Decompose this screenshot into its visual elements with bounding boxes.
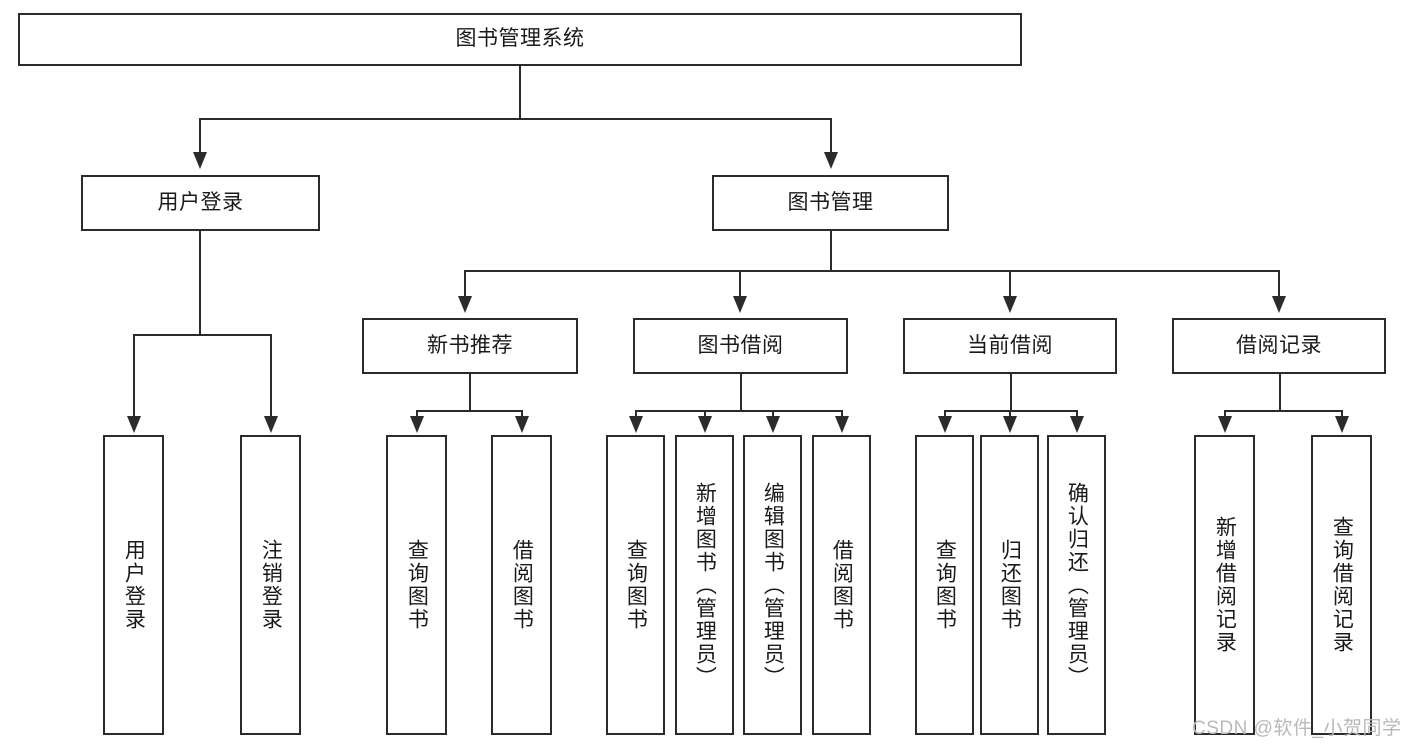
node-label: 查询借阅记录: [1330, 516, 1354, 654]
leaf-query-book-current[interactable]: 查询图书: [915, 435, 974, 735]
leaf-query-borrow-record[interactable]: 查询借阅记录: [1311, 435, 1372, 735]
node-label: 注销登录: [259, 539, 283, 631]
edge-user-login-bar: [133, 334, 272, 336]
edge-current-borrow-to-leaf-1: [944, 410, 946, 420]
edge-borrow-record-stem: [1279, 374, 1281, 411]
leaf-user-login[interactable]: 用户登录: [103, 435, 164, 735]
edge-current-borrow-to-leaf-2: [1009, 410, 1011, 420]
node-current-borrow[interactable]: 当前借阅: [903, 318, 1117, 374]
edge-book-borrow-to-leaf-4: [841, 410, 843, 420]
node-book-borrow[interactable]: 图书借阅: [633, 318, 848, 374]
node-label: 当前借阅: [967, 333, 1053, 357]
arrow-book-manage-to-l3-4: [1272, 296, 1286, 313]
leaf-borrow-book[interactable]: 借阅图书: [812, 435, 871, 735]
edge-borrow-record-to-leaf-1: [1224, 410, 1226, 420]
node-label: 图书管理系统: [455, 27, 585, 51]
edge-user-login-stem: [199, 231, 201, 335]
csdn-watermark: CSDN @软件_小贺同学: [1192, 718, 1402, 739]
edge-new-book-to-leaf-1: [416, 410, 418, 420]
node-label: 新增借阅记录: [1213, 516, 1237, 654]
node-label: 用户登录: [122, 539, 146, 631]
edge-book-borrow-to-leaf-2: [704, 410, 706, 420]
node-label: 归还图书: [998, 539, 1022, 631]
leaf-add-borrow-record[interactable]: 新增借阅记录: [1194, 435, 1255, 735]
node-label: 查询图书: [624, 539, 648, 631]
leaf-query-book-borrow[interactable]: 查询图书: [606, 435, 665, 735]
edge-current-borrow-to-leaf-3: [1076, 410, 1078, 420]
arrow-book-manage-to-l3-2: [733, 296, 747, 313]
node-borrow-record[interactable]: 借阅记录: [1172, 318, 1386, 374]
node-new-book-recommend[interactable]: 新书推荐: [362, 318, 578, 374]
arrow-user-login-to-leaf-1: [127, 416, 141, 433]
leaf-logout[interactable]: 注销登录: [240, 435, 301, 735]
leaf-edit-book-admin[interactable]: 编辑图书（管理员）: [743, 435, 802, 735]
node-label: 图书借阅: [697, 333, 784, 357]
edge-current-borrow-bar: [944, 410, 1078, 412]
edge-book-manage-to-l3-4: [1278, 270, 1280, 298]
arrow-book-manage-to-l3-3: [1003, 296, 1017, 313]
arrow-book-borrow-to-leaf-2: [698, 416, 712, 433]
arrow-borrow-record-to-leaf-1: [1218, 416, 1232, 433]
arrow-book-borrow-to-leaf-1: [629, 416, 643, 433]
arrow-user-login-to-leaf-2: [264, 416, 278, 433]
node-label: 新书推荐: [427, 333, 513, 357]
node-root-system[interactable]: 图书管理系统: [18, 13, 1022, 66]
edge-new-book-stem: [469, 374, 471, 411]
arrow-current-borrow-to-leaf-3: [1070, 416, 1084, 433]
node-label: 查询图书: [933, 539, 957, 631]
arrow-current-borrow-to-leaf-1: [938, 416, 952, 433]
edge-new-book-to-leaf-2: [521, 410, 523, 420]
edge-root-bar: [199, 118, 832, 120]
edge-borrow-record-bar: [1224, 410, 1342, 412]
edge-user-login-to-leaf-2: [270, 334, 272, 418]
edge-book-manage-to-l3-1: [464, 270, 466, 298]
arrow-new-book-to-leaf-2: [515, 416, 529, 433]
edge-borrow-record-to-leaf-2: [1341, 410, 1343, 420]
node-label: 查询图书: [405, 539, 429, 631]
node-label: 借阅图书: [510, 539, 534, 631]
edge-book-borrow-to-leaf-3: [772, 410, 774, 420]
arrow-borrow-record-to-leaf-2: [1335, 416, 1349, 433]
node-label: 编辑图书（管理员）: [761, 481, 785, 689]
arrow-book-borrow-to-leaf-4: [835, 416, 849, 433]
edge-root-to-book-manage: [830, 118, 832, 154]
arrow-new-book-to-leaf-1: [410, 416, 424, 433]
edge-book-borrow-stem: [740, 374, 742, 411]
arrow-book-manage-to-l3-1: [458, 296, 472, 313]
edge-book-manage-to-l3-3: [1009, 270, 1011, 298]
edge-book-manage-to-l3-2: [739, 270, 741, 298]
arrow-root-to-user-login: [193, 152, 207, 169]
node-label: 借阅图书: [830, 539, 854, 631]
edge-book-manage-stem: [830, 231, 832, 271]
arrow-root-to-book-manage: [824, 152, 838, 169]
node-label: 借阅记录: [1236, 333, 1322, 357]
edge-user-login-to-leaf-1: [133, 334, 135, 418]
node-label: 新增图书（管理员）: [693, 481, 717, 689]
edge-book-manage-bar: [464, 270, 1280, 272]
leaf-query-book-recommend[interactable]: 查询图书: [386, 435, 447, 735]
leaf-borrow-book-recommend[interactable]: 借阅图书: [491, 435, 552, 735]
edge-book-borrow-to-leaf-1: [635, 410, 637, 420]
node-user-login[interactable]: 用户登录: [81, 175, 320, 231]
arrow-book-borrow-to-leaf-3: [766, 416, 780, 433]
edge-root-to-user-login: [199, 118, 201, 154]
node-book-management[interactable]: 图书管理: [712, 175, 949, 231]
edge-new-book-bar: [416, 410, 523, 412]
arrow-current-borrow-to-leaf-2: [1003, 416, 1017, 433]
edge-current-borrow-stem: [1010, 374, 1012, 411]
leaf-return-book[interactable]: 归还图书: [980, 435, 1039, 735]
edge-book-borrow-bar: [635, 410, 843, 412]
leaf-confirm-return-admin[interactable]: 确认归还（管理员）: [1047, 435, 1106, 735]
node-label: 确认归还（管理员）: [1065, 481, 1089, 689]
edge-root-stem: [519, 66, 521, 118]
leaf-add-book-admin[interactable]: 新增图书（管理员）: [675, 435, 734, 735]
node-label: 用户登录: [157, 190, 244, 214]
node-label: 图书管理: [787, 190, 874, 214]
